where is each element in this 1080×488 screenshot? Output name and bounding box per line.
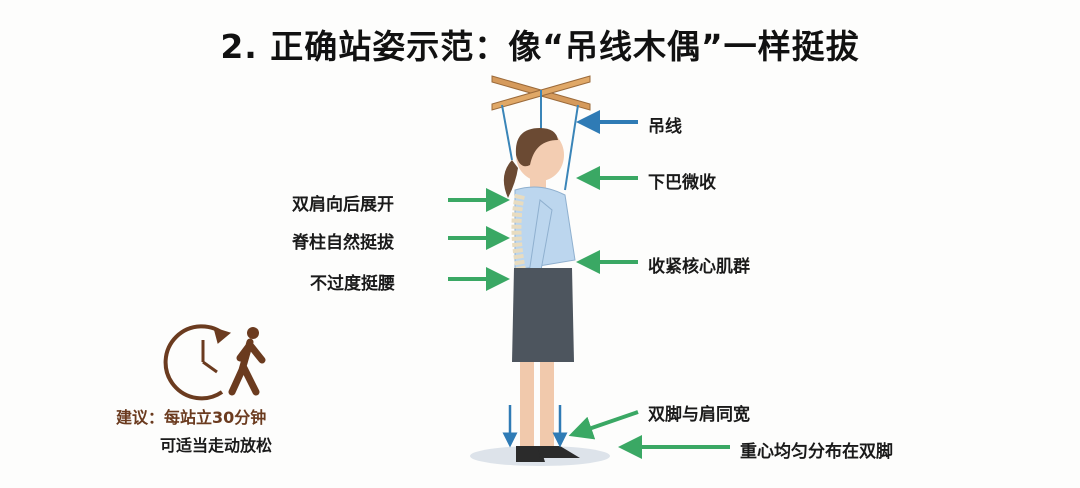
label-core: 收紧核心肌群 <box>648 257 750 277</box>
label-shoulders: 双肩向后展开 <box>292 195 394 215</box>
clock-walking-icon <box>163 324 266 401</box>
label-waist: 不过度挺腰 <box>310 274 395 294</box>
label-weight: 重心均匀分布在双脚 <box>740 442 893 462</box>
label-string: 吊线 <box>648 117 682 137</box>
green-arrows <box>448 166 730 459</box>
tip-line-1: 建议：每站立30分钟 <box>116 408 267 427</box>
page-title: 2. 正确站姿示范：像“吊线木偶”一样挺拔 <box>220 27 860 66</box>
downward-arrows <box>502 405 568 448</box>
label-chin: 下巴微收 <box>648 173 716 193</box>
label-feet-width: 双脚与肩同宽 <box>648 405 750 425</box>
label-spine: 脊柱自然挺拔 <box>292 233 394 253</box>
woman-figure <box>503 128 580 462</box>
tip-line-2: 可适当走动放松 <box>160 436 273 455</box>
